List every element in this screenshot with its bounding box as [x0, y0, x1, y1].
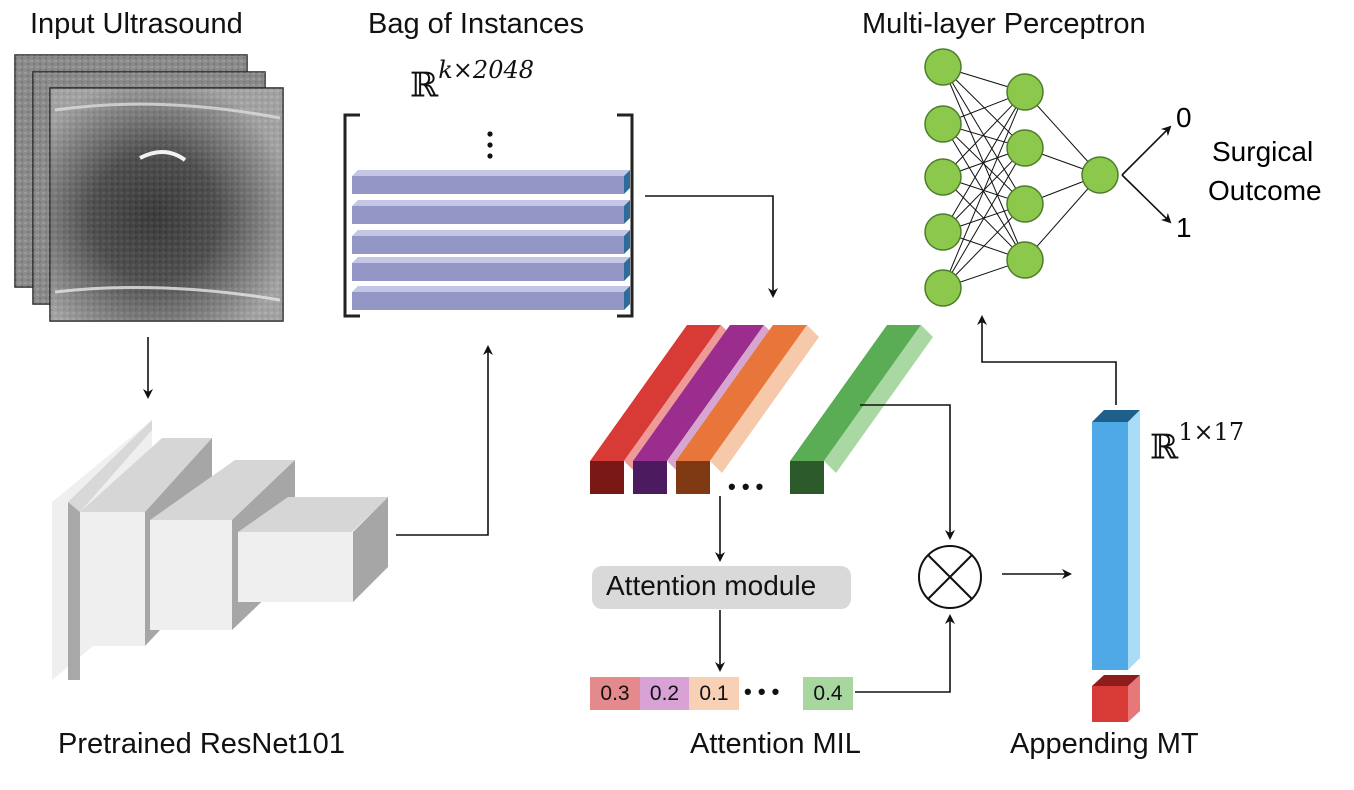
attention-weight-1: 0.3 — [590, 677, 640, 710]
arrow-mt-to-mlp — [977, 315, 1117, 405]
instance-bar — [352, 286, 630, 310]
mlp-label: Multi-layer Perceptron — [862, 8, 1146, 40]
bag-of-instances-label: Bag of Instances — [368, 8, 585, 40]
bag-dimension-math: ℝk×2048 — [410, 56, 534, 106]
mlp-neuron-layer-1 — [924, 213, 962, 251]
mlp-edge — [942, 147, 1026, 289]
output-0-label: 0 — [1176, 102, 1192, 133]
attention-weight-4: 0.4 — [803, 677, 853, 710]
mt-feature-bar — [1092, 410, 1140, 670]
mlp-neuron-layer-1 — [924, 158, 962, 196]
instance-bar-group — [352, 170, 630, 310]
instance-bar — [352, 170, 630, 194]
arrow-output-0 — [1121, 125, 1172, 176]
arrow-resnet-to-bag — [396, 345, 493, 536]
mlp-edge — [942, 91, 1026, 178]
pretrained-resnet-label: Pretrained ResNet101 — [58, 728, 345, 760]
input-ultrasound-label: Input Ultrasound — [30, 8, 243, 40]
circled-times-icon — [918, 545, 982, 609]
mlp-node-group — [924, 48, 1119, 307]
mlp-edge — [1024, 174, 1101, 261]
surgical-outcome-line2: Outcome — [1208, 175, 1322, 206]
instance-bar — [352, 257, 630, 281]
ultrasound-image-stack — [14, 54, 284, 322]
instance-bar — [352, 200, 630, 224]
attention-weight-2: 0.2 — [640, 677, 689, 710]
bag-matrix-brackets — [343, 113, 634, 318]
mlp-neuron-layer-3 — [1081, 156, 1119, 194]
resnet-block-stack — [52, 420, 388, 680]
arrow-output-1 — [1121, 174, 1172, 224]
mlp-neuron-layer-1 — [924, 105, 962, 143]
mt-dimension-math: ℝ1×17 — [1150, 418, 1245, 468]
mlp-edge — [942, 123, 1026, 205]
mlp-edge — [942, 203, 1026, 289]
attention-mil-label: Attention MIL — [690, 728, 861, 760]
mlp-neuron-layer-2 — [1006, 73, 1044, 111]
feature-bar-3 — [676, 325, 819, 494]
output-1-label: 1 — [1176, 212, 1192, 243]
mlp-neuron-layer-2 — [1006, 185, 1044, 223]
weights-ellipsis: • • • — [744, 679, 780, 704]
mlp-edge — [942, 91, 1026, 233]
mlp-neuron-layer-1 — [924, 48, 962, 86]
mlp-neuron-layer-2 — [1006, 129, 1044, 167]
features-ellipsis: • • • — [728, 474, 764, 499]
bag-vertical-dots — [487, 131, 493, 159]
feature-bar-4 — [790, 325, 933, 494]
arrow-weights-to-multiply — [855, 614, 955, 693]
mlp-edge — [942, 91, 1026, 289]
mlp-neuron-layer-1 — [924, 269, 962, 307]
mt-appended-red-block — [1092, 675, 1140, 722]
surgical-outcome-line1: Surgical — [1212, 136, 1314, 167]
arrow-features-to-multiply — [860, 404, 955, 540]
attention-module-box — [592, 566, 851, 609]
arrow-bag-to-attention — [645, 195, 778, 298]
attention-weight-3: 0.1 — [689, 677, 739, 710]
appending-mt-label: Appending MT — [1010, 728, 1199, 760]
instance-bar — [352, 230, 630, 254]
attention-module-label: Attention module — [606, 570, 817, 601]
feature-bar-group — [590, 325, 933, 494]
mlp-edge — [942, 123, 1026, 261]
mlp-neuron-layer-2 — [1006, 241, 1044, 279]
